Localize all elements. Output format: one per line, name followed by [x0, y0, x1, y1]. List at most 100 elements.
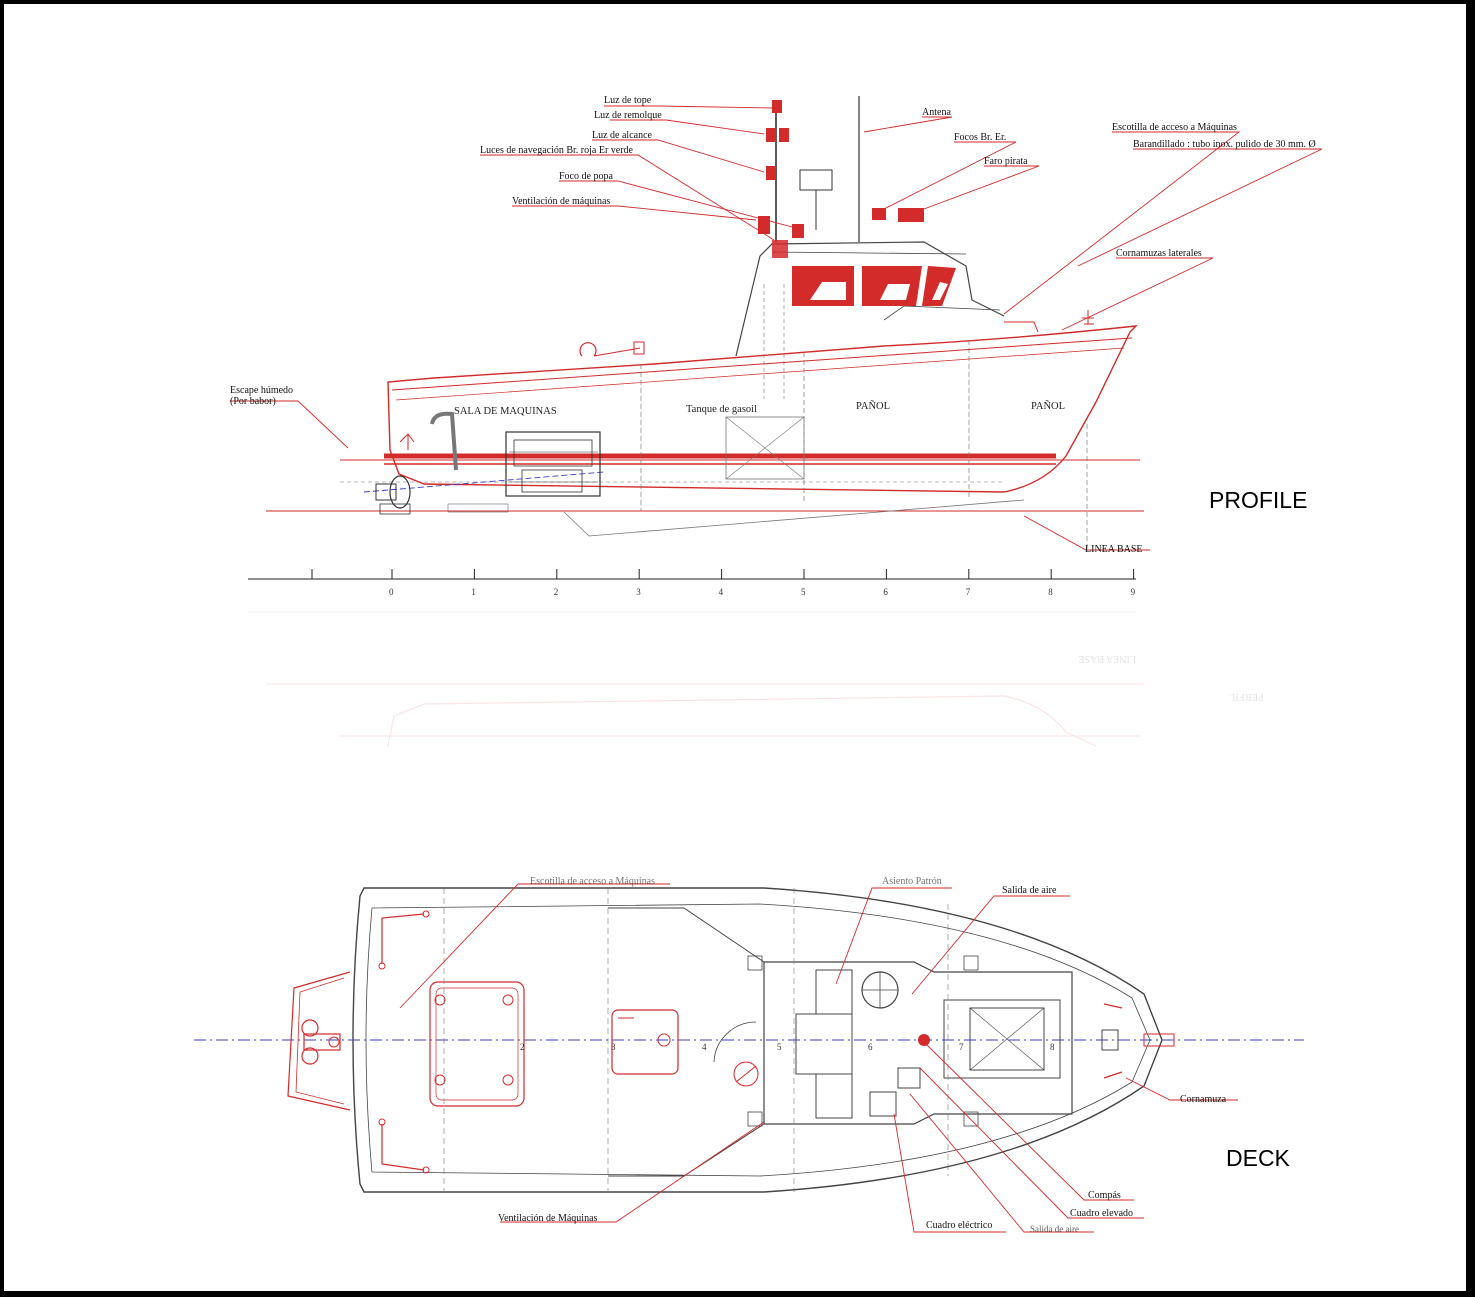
deck-station-label: 7 [959, 1042, 964, 1052]
vent-box-fwd-lower [963, 1111, 979, 1127]
deck-label-ventilacion: Ventilación de Máquinas [498, 1213, 598, 1224]
station-label: 1 [471, 587, 476, 597]
deckhouse-outline [763, 961, 1073, 1125]
side-floodlight [872, 208, 886, 220]
ghost-title: PERFIL [1229, 691, 1264, 702]
radar-dome [799, 169, 833, 191]
label-ventilacion: Ventilación de máquinas [512, 196, 610, 207]
fuel-tank [725, 416, 805, 480]
towing-bitt [301, 1019, 341, 1065]
wet-exhaust-outlet [399, 433, 415, 450]
station-ticks: 0 1 2 3 4 5 6 7 8 9 [311, 569, 1136, 597]
deck-station-label: 5 [777, 1042, 782, 1052]
steering-wheel [861, 971, 899, 1009]
label-linea-base: LINEA BASE [1085, 544, 1143, 555]
exhaust-pipe [430, 411, 458, 471]
label-escape-1: Escape húmedo [230, 385, 293, 396]
deck-station-label: 6 [868, 1042, 873, 1052]
deck-title: DECK [1226, 1145, 1291, 1171]
propeller [375, 475, 411, 515]
swim-platform-inner [295, 977, 345, 1105]
station-label: 3 [636, 587, 641, 597]
station-label: 0 [389, 587, 394, 597]
label-antena: Antena [922, 107, 951, 118]
label-cornamuzas: Cornamuzas laterales [1116, 248, 1202, 259]
deck-station-label: 8 [1050, 1042, 1055, 1052]
electric-panel [869, 1091, 897, 1117]
door-swing [713, 1021, 757, 1063]
stern-floodlight [792, 224, 804, 238]
bow-cleats [1103, 1003, 1123, 1079]
station-label: 7 [966, 587, 971, 597]
towing-light-a [766, 128, 776, 142]
label-luz-remolque: Luz de remolque [594, 110, 662, 121]
deck-label-compas: Compás [1088, 1190, 1121, 1201]
deck-leaders [399, 883, 1238, 1233]
deck-hull-outline [352, 887, 1163, 1193]
masthead-light [772, 100, 782, 113]
vent-box-lower [747, 1111, 763, 1127]
deck-station-label: 3 [611, 1042, 616, 1052]
shaft-line [363, 471, 605, 493]
profile-leaders [230, 105, 1323, 551]
raised-panel [897, 1067, 921, 1089]
engine-hatch [429, 981, 525, 1107]
room-label-tanque: Tanque de gasoil [686, 404, 757, 415]
general-arrangement-drawing: SALA DE MAQUINAS Tanque de gasoil PAÑOL … [194, 95, 1323, 1234]
sheer-line [391, 337, 1133, 391]
ghost-linea-base: LINEA BASE [1079, 653, 1137, 664]
tow-post [633, 341, 645, 355]
profile-view: SALA DE MAQUINAS Tanque de gasoil PAÑOL … [230, 95, 1323, 597]
deck-label-cornamuza: Cornamuza [1180, 1094, 1227, 1105]
bow-roller [1143, 1033, 1175, 1047]
label-focos: Focos Br. Er. [954, 132, 1006, 143]
range-light [766, 166, 776, 180]
deck-stations [443, 888, 949, 1192]
rail-aft-lower [381, 1124, 425, 1171]
deck-label-cuadro-electrico: Cuadro eléctrico [926, 1220, 992, 1231]
skeg-plate [447, 503, 509, 513]
station-label: 2 [554, 587, 559, 597]
drawing-sheet: SALA DE MAQUINAS Tanque de gasoil PAÑOL … [4, 4, 1466, 1291]
room-label-panol-2: PAÑOL [1031, 400, 1065, 412]
label-luz-tope: Luz de tope [604, 95, 652, 106]
towing-hook [579, 342, 597, 357]
vent-box-fwd-upper [963, 955, 979, 971]
deck-station-label: 2 [520, 1042, 525, 1052]
side-cleat [1004, 321, 1039, 333]
fuel-tank-cross-b [725, 416, 805, 480]
deck-label-asiento: Asiento Patrón [882, 876, 942, 887]
station-label: 6 [883, 587, 888, 597]
bow-windlass [1101, 1029, 1119, 1051]
deck-label-salida-aire-1: Salida de aire [1002, 885, 1057, 896]
station-label: 9 [1131, 587, 1136, 597]
wheelhouse-roof [771, 251, 967, 255]
label-foco-popa: Foco de popa [559, 171, 613, 182]
deckhouse-wings [608, 907, 765, 1177]
keel-line [563, 499, 1025, 537]
nav-lights-box [772, 240, 788, 258]
hull-outline [387, 325, 1138, 493]
rail-aft-upper [381, 913, 425, 964]
label-escape-2: (Por babor) [230, 396, 276, 407]
helm-seats [795, 969, 853, 1119]
deck-inner-outline [365, 903, 1151, 1177]
swim-platform [287, 971, 351, 1111]
compass [918, 1034, 930, 1046]
bulkheads [640, 340, 1088, 549]
deck-station-label: 4 [702, 1042, 707, 1052]
room-label-sala: SALA DE MAQUINAS [454, 406, 557, 417]
station-label: 4 [719, 587, 724, 597]
label-luces-navegacion: Luces de navegación Br. roja Er verde [480, 145, 634, 156]
towing-light-b [779, 128, 789, 142]
reflection: LINEA BASE PERFIL [248, 611, 1264, 747]
station-label: 5 [801, 587, 806, 597]
fore-hatch [943, 999, 1061, 1079]
wheelhouse-windows [792, 266, 956, 306]
room-label-panol-1: PAÑOL [856, 400, 890, 412]
profile-title: PROFILE [1209, 487, 1307, 513]
wheelhouse-outline [735, 241, 1005, 357]
station-label: 8 [1048, 587, 1053, 597]
vent-box-upper [747, 955, 763, 971]
